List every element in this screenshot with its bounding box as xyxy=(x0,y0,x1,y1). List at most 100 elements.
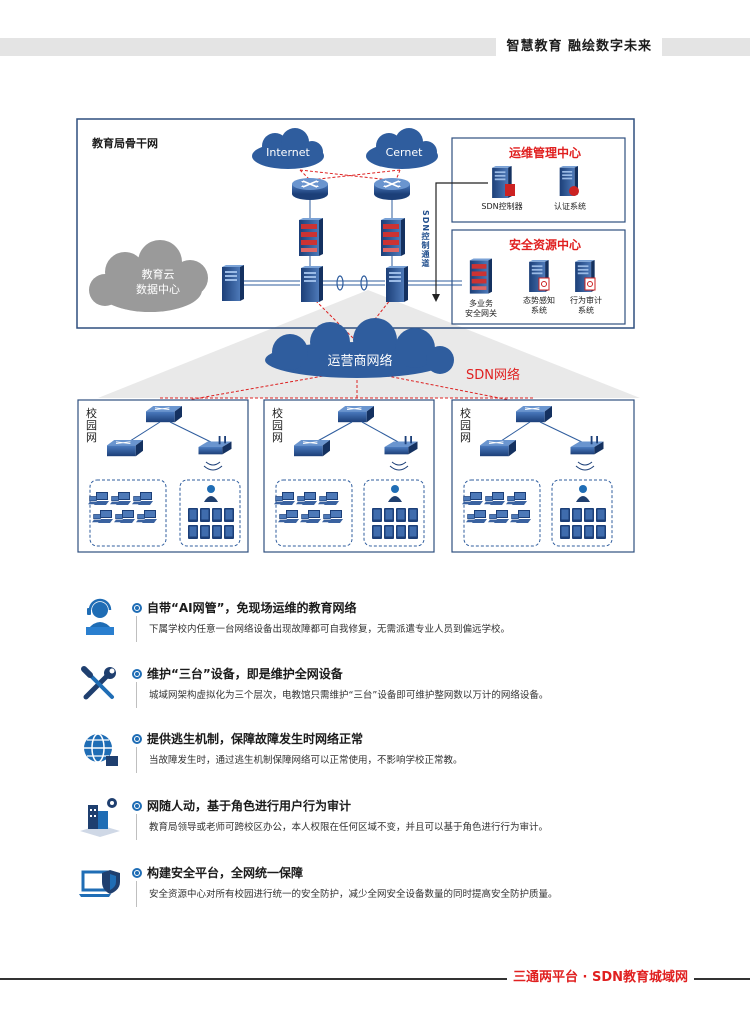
feature-title: 网随人动，基于角色进行用户行为审计 xyxy=(147,799,352,813)
tablet-icon xyxy=(408,508,418,522)
edu-cloud-line1: 教育云 xyxy=(141,268,175,281)
feature-item-5: 构建安全平台，全网统一保障 安全资源中心对所有校园进行统一的安全防护，减少全网安… xyxy=(78,862,678,912)
pc-icon xyxy=(110,496,120,505)
pc-icon xyxy=(136,514,146,523)
campus-location-icon xyxy=(80,798,120,837)
bullet-dot xyxy=(132,801,142,811)
edu-cloud-line2: 数据中心 xyxy=(136,283,180,296)
pc-icon xyxy=(484,496,494,505)
teacher-icon xyxy=(388,496,402,502)
feature-desc: 当故障发生时，通过逃生机制保障网络可以正常使用，不影响学校正常教。 xyxy=(149,755,463,766)
auth-system-label: 认证系统 xyxy=(554,202,586,211)
feature-title: 提供逃生机制，保障故障发生时网络正常 xyxy=(147,732,364,746)
pc-icon xyxy=(488,514,498,523)
security-center-title: 安全资源中心 xyxy=(508,238,581,252)
tablet-icon xyxy=(200,525,210,539)
audit-label-line2: 系统 xyxy=(578,306,594,315)
tablet-icon xyxy=(572,508,582,522)
sdn-controller-label: SDN控制器 xyxy=(481,202,523,211)
teacher-icon xyxy=(579,485,587,493)
laptop-shield-icon xyxy=(79,870,120,897)
globe-network-icon xyxy=(84,733,118,766)
feature-title: 维护“三台”设备，即是维护全网设备 xyxy=(147,667,343,681)
tablet-icon xyxy=(584,525,594,539)
tablet-icon xyxy=(584,508,594,522)
ops-center-title: 运维管理中心 xyxy=(508,146,581,160)
internet-label: Internet xyxy=(266,146,310,159)
gateway-label-line2: 安全网关 xyxy=(465,309,497,318)
campus-label-2: 校园网 xyxy=(272,407,283,444)
audit-label-line1: 行为审计 xyxy=(570,296,602,305)
pc-icon xyxy=(274,496,284,505)
headset-support-icon xyxy=(86,598,114,635)
pc-icon xyxy=(506,496,516,505)
teacher-icon xyxy=(576,496,590,502)
pc-icon xyxy=(278,514,288,523)
gateway-label-line1: 多业务 xyxy=(469,299,493,308)
bullet-dot xyxy=(132,734,142,744)
pc-icon xyxy=(296,496,306,505)
feature-item-4: 网随人动，基于角色进行用户行为审计 教育局领导或老师可跨校区办公，本人权限在任何… xyxy=(78,795,678,845)
divider xyxy=(136,747,137,773)
awareness-label-line1: 态势感知 xyxy=(523,296,555,305)
tablet-icon xyxy=(396,508,406,522)
footer-rule xyxy=(0,978,750,980)
tablet-icon xyxy=(596,525,606,539)
bullet-dot xyxy=(132,868,142,878)
tablet-icon xyxy=(384,525,394,539)
sdn-network-label: SDN网络 xyxy=(466,368,520,383)
campus-label-1: 校园网 xyxy=(86,407,97,444)
feature-desc: 安全资源中心对所有校园进行统一的安全防护，减少全网安全设备数量的同时提高安全防护… xyxy=(149,889,558,900)
pc-icon xyxy=(132,496,142,505)
feature-desc: 城域网架构虚拟化为三个层次，电教馆只需维护“三台”设备即可维护整网数以万计的网络… xyxy=(149,690,549,701)
bullet-dot xyxy=(132,603,142,613)
pc-icon xyxy=(318,496,328,505)
carrier-network-label: 运营商网络 xyxy=(327,354,393,369)
tablet-icon xyxy=(372,525,382,539)
awareness-label-line2: 系统 xyxy=(531,306,547,315)
tablet-icon xyxy=(596,508,606,522)
edu-cloud xyxy=(89,240,208,312)
tablet-icon xyxy=(372,508,382,522)
wrench-screwdriver-icon xyxy=(81,666,116,700)
feature-item-3: 提供逃生机制，保障故障发生时网络正常 当故障发生时，通过逃生机制保障网络可以正常… xyxy=(78,728,678,778)
tablet-icon xyxy=(408,525,418,539)
tablet-icon xyxy=(212,508,222,522)
feature-desc: 下属学校内任意一台网络设备出现故障都可自我修复，无需派遣专业人员到偏远学校。 xyxy=(149,624,511,635)
divider xyxy=(136,616,137,642)
sdn-channel-label: SDN控制通道 xyxy=(421,210,430,269)
pc-icon xyxy=(300,514,310,523)
teacher-icon xyxy=(204,496,218,502)
tablet-icon xyxy=(396,525,406,539)
divider xyxy=(136,814,137,840)
pc-icon xyxy=(88,496,98,505)
pc-icon xyxy=(462,496,472,505)
feature-title: 构建安全平台，全网统一保障 xyxy=(147,866,304,880)
network-diagram: 教育局骨干网 Internet Cernet 教育云 数据中心 运维管理中心 S… xyxy=(76,118,640,553)
cernet-label: Cernet xyxy=(385,146,423,159)
tablet-icon xyxy=(224,525,234,539)
divider xyxy=(136,881,137,907)
pc-icon xyxy=(92,514,102,523)
teacher-icon xyxy=(207,485,215,493)
pc-icon xyxy=(466,514,476,523)
tablet-icon xyxy=(560,508,570,522)
divider xyxy=(136,682,137,708)
tablet-icon xyxy=(224,508,234,522)
teacher-icon xyxy=(391,485,399,493)
pc-icon xyxy=(114,514,124,523)
feature-desc: 教育局领导或老师可跨校区办公，本人权限在任何区域不变，并且可以基于角色进行行为审… xyxy=(149,822,549,833)
tablet-icon xyxy=(188,508,198,522)
pc-icon xyxy=(510,514,520,523)
footer-title: 三通两平台 · SDN教育城域网 xyxy=(506,969,694,987)
campus-label-3: 校园网 xyxy=(460,407,471,444)
tablet-icon xyxy=(200,508,210,522)
backbone-label: 教育局骨干网 xyxy=(92,137,158,150)
feature-item-1: 自带“AI网管”，免现场运维的教育网络 下属学校内任意一台网络设备出现故障都可自… xyxy=(78,597,678,647)
feature-item-2: 维护“三台”设备，即是维护全网设备 城域网架构虚拟化为三个层次，电教馆只需维护“… xyxy=(78,663,678,713)
tablet-icon xyxy=(572,525,582,539)
tablet-icon xyxy=(384,508,394,522)
feature-title: 自带“AI网管”，免现场运维的教育网络 xyxy=(147,601,357,615)
tablet-icon xyxy=(212,525,222,539)
header-title: 智慧教育 融绘数字未来 xyxy=(496,36,662,58)
